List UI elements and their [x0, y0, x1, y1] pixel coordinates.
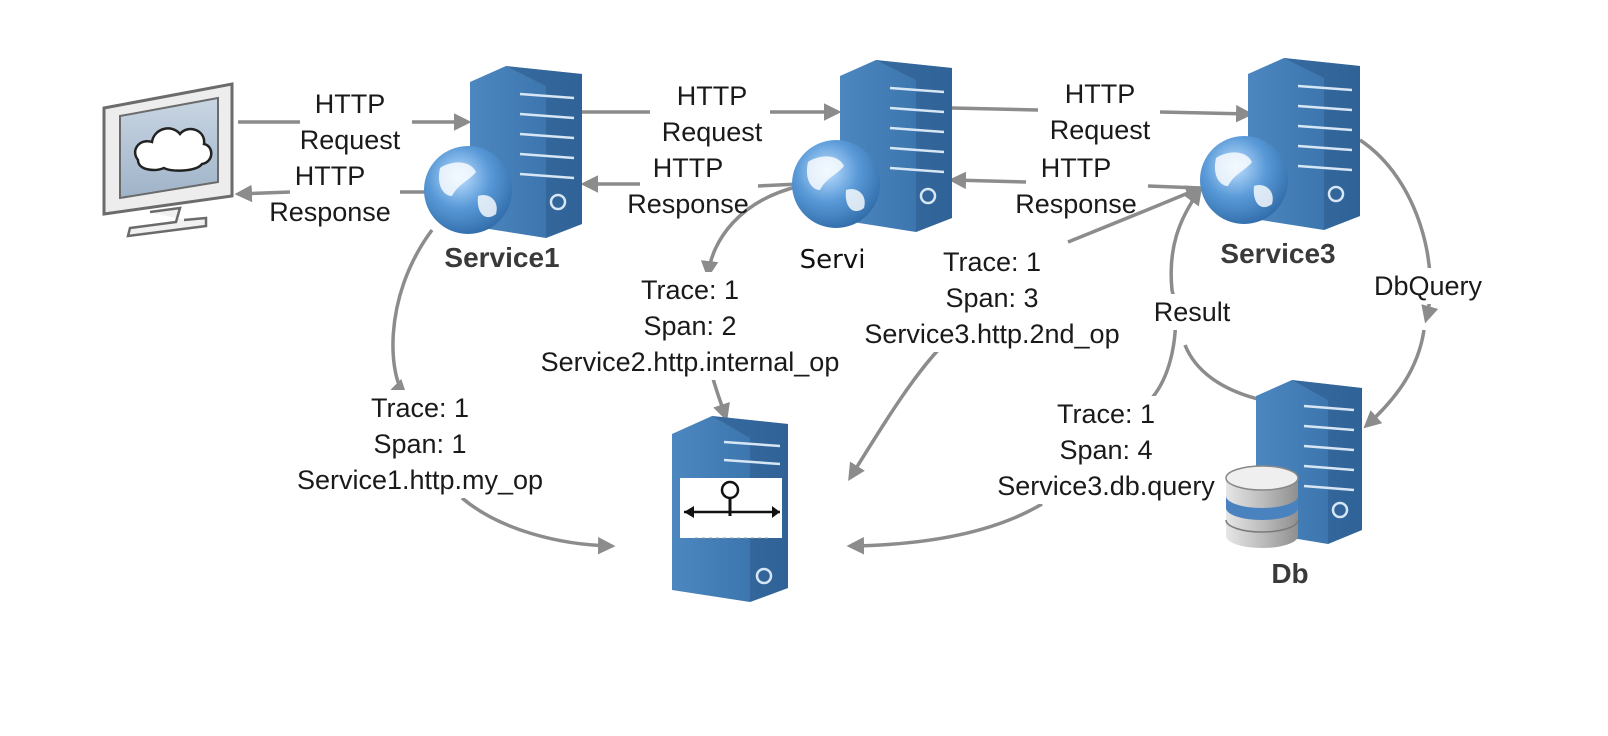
arrow-s2-s3-request: [951, 108, 1250, 114]
arrow-client-response: [238, 192, 425, 194]
dbquery-label: DbQuery: [1373, 268, 1483, 304]
arrow-span1: [388, 228, 434, 398]
service3-globe-icon: [1200, 136, 1288, 224]
arrow-span2: [700, 184, 801, 279]
arrow-span1-b: [460, 496, 616, 555]
arrow-span2-b: [710, 374, 730, 422]
service1-globe-icon: [424, 146, 512, 234]
db-label: Db: [1271, 558, 1309, 589]
arrow-result: [1183, 344, 1263, 402]
service1-label: Service1: [444, 242, 560, 273]
database-disk-icon: [1225, 465, 1299, 548]
arrow-span4-b: [1150, 187, 1203, 400]
trace-timeline-icon: [680, 478, 782, 539]
client-monitor-icon: [102, 82, 234, 238]
arrow-span4: [846, 502, 1043, 555]
arrow-span3-b: [848, 346, 942, 481]
result-label: Result: [1153, 294, 1231, 330]
service3-label: Service3: [1220, 238, 1336, 269]
service2-globe-icon: [792, 140, 880, 228]
arrow-dbquery-b: [1363, 329, 1426, 429]
